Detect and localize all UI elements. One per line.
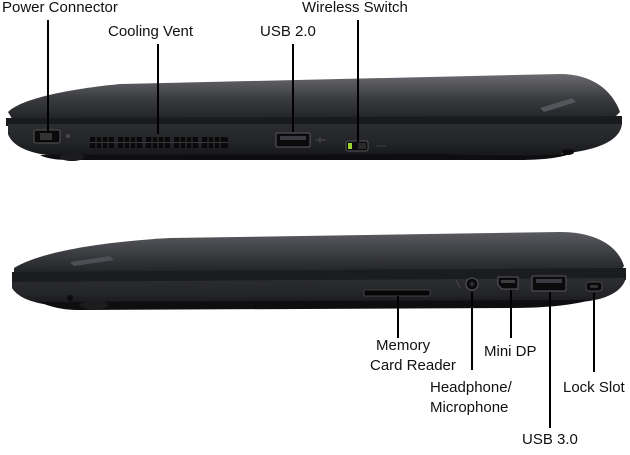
headphone-microphone-label: Headphone/ Microphone (430, 378, 512, 418)
headphone-label-line1: Headphone/ (430, 379, 512, 396)
wireless-switch-label: Wireless Switch (302, 0, 408, 16)
lid-surface (8, 74, 620, 122)
usb-3-label: USB 3.0 (522, 431, 578, 448)
lid-edge (6, 116, 622, 126)
mini-dp-label: Mini DP (484, 343, 537, 360)
leader-lines (47, 20, 595, 428)
cooling-vent (90, 137, 228, 148)
memory-card-reader-slot (363, 289, 431, 297)
mini-dp-pins (501, 280, 515, 283)
laptop-left-side-view (6, 74, 622, 161)
laptop-right-side-view (12, 232, 626, 310)
memory-card-reader-label-line2: Card Reader (370, 357, 456, 374)
headphone-label-line2: Microphone (430, 399, 509, 416)
lock-slot-label: Lock Slot (563, 379, 625, 396)
lock-slot-hole (590, 285, 598, 288)
base-bottom (40, 154, 570, 160)
cooling-vent-label: Cooling Vent (108, 23, 194, 40)
usb-3-tongue (536, 279, 562, 283)
usb-2-label: USB 2.0 (260, 23, 316, 40)
power-connector-label: Power Connector (2, 0, 118, 16)
power-indicator (66, 134, 70, 138)
rubber-foot (562, 149, 574, 155)
memory-card-reader-label: Memory Card Reader (370, 336, 456, 376)
wireless-switch-slider (358, 143, 366, 149)
usb-symbol-icon (316, 137, 326, 143)
screw (304, 301, 308, 305)
lid-surface (14, 232, 624, 276)
wireless-switch-indicator (348, 143, 352, 149)
rubber-foot (67, 295, 73, 301)
rubber-foot (60, 153, 84, 161)
usb-3-port (531, 275, 567, 292)
base-bottom (40, 300, 590, 310)
memory-card-reader-label-line1: Memory (376, 337, 431, 354)
headphone-jack-hole (469, 281, 475, 287)
usb-2-tongue (280, 136, 306, 140)
headset-icon (455, 279, 461, 289)
lid-logo (540, 98, 576, 112)
rubber-foot (80, 301, 108, 309)
lid-logo (70, 256, 114, 266)
power-connector-pin (40, 133, 52, 140)
